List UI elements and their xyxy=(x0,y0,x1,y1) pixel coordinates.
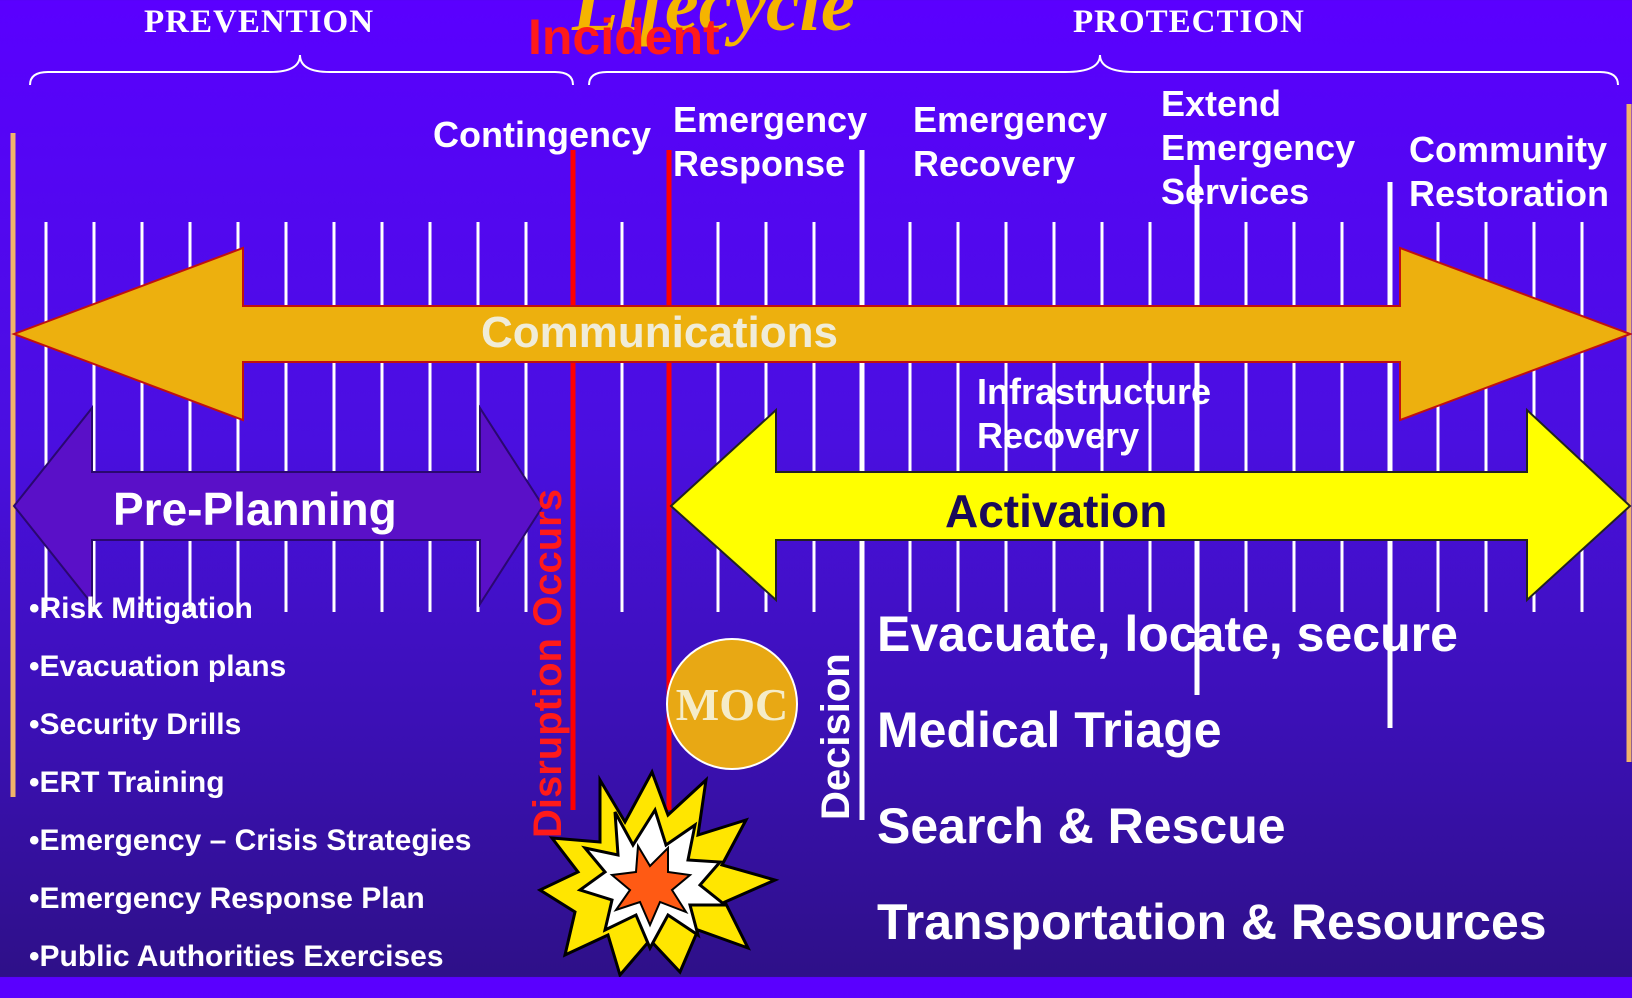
diagram-graphics xyxy=(10,54,1632,977)
list-item: •ERT Training xyxy=(29,766,225,799)
moc-circle xyxy=(666,638,798,770)
explosion-icon xyxy=(536,768,780,977)
list-item: •Emergency – Crisis Strategies xyxy=(29,824,472,857)
pre-planning-label: Pre-Planning xyxy=(113,483,397,535)
protection-bracket xyxy=(588,54,1619,86)
phase-extend-services-line-1: Extend xyxy=(1161,83,1282,124)
phase-community-restoration-line-1: Community xyxy=(1409,129,1607,170)
list-item: •Emergency Response Plan xyxy=(29,882,425,915)
activation-label: Activation xyxy=(945,485,1168,537)
phase-community-restoration: Community Restoration xyxy=(1409,128,1609,216)
phase-infrastructure-recovery-line-1: Infrastructure xyxy=(977,371,1212,412)
list-item: •Evacuation plans xyxy=(29,650,287,683)
phase-infrastructure-recovery: Infrastructure Recovery xyxy=(977,370,1211,458)
timeline-ticks xyxy=(44,222,1584,612)
phase-extend-services-line-2: Emergency xyxy=(1161,127,1356,168)
protection-heading: PROTECTION xyxy=(1073,4,1305,40)
phase-extend-services-line-3: Services xyxy=(1161,171,1310,212)
disruption-occurs-label: Disruption Occurs xyxy=(526,489,570,838)
prevention-heading: PREVENTION xyxy=(144,4,375,40)
list-item: •Security Drills xyxy=(29,708,242,741)
phase-emergency-response-line-2: Response xyxy=(673,143,846,184)
lifecycle-diagram: Lifecycle PREVENTION Incident PROTECTION… xyxy=(10,0,1632,977)
moc-label: MOC xyxy=(675,679,789,730)
phase-extend-services: Extend Emergency Services xyxy=(1161,82,1355,214)
prevention-list: •Risk Mitigation •Evacuation plans •Secu… xyxy=(29,592,471,998)
lifecycle-title: Lifecycle xyxy=(572,0,855,47)
communications-arrow xyxy=(11,246,1632,422)
incident-heading: Incident xyxy=(528,9,720,65)
prevention-bracket xyxy=(29,54,574,86)
phase-community-restoration-line-2: Restoration xyxy=(1409,173,1610,214)
phase-emergency-response: Emergency Response xyxy=(673,98,867,186)
phase-infrastructure-recovery-line-2: Recovery xyxy=(977,415,1140,456)
task-item: Transportation & Resources xyxy=(877,894,1547,950)
task-item: Search & Rescue xyxy=(877,798,1286,854)
phase-emergency-recovery: Emergency Recovery xyxy=(913,98,1107,186)
phase-emergency-response-line-1: Emergency xyxy=(673,99,868,140)
task-item: Evacuate, locate, secure xyxy=(877,606,1458,662)
phase-contingency: Contingency xyxy=(433,114,652,155)
activation-arrow xyxy=(669,407,1632,603)
task-item: Medical Triage xyxy=(877,702,1222,758)
decision-label: Decision xyxy=(814,653,858,820)
phase-emergency-recovery-line-1: Emergency xyxy=(913,99,1108,140)
response-task-list: Evacuate, locate, secure Medical Triage … xyxy=(877,605,1547,989)
communications-label: Communications xyxy=(481,308,838,357)
pre-planning-arrow xyxy=(12,404,545,608)
phase-emergency-recovery-line-2: Recovery xyxy=(913,143,1076,184)
list-item: •Public Authorities Exercises xyxy=(29,940,444,973)
list-item: •Risk Mitigation xyxy=(29,592,253,625)
